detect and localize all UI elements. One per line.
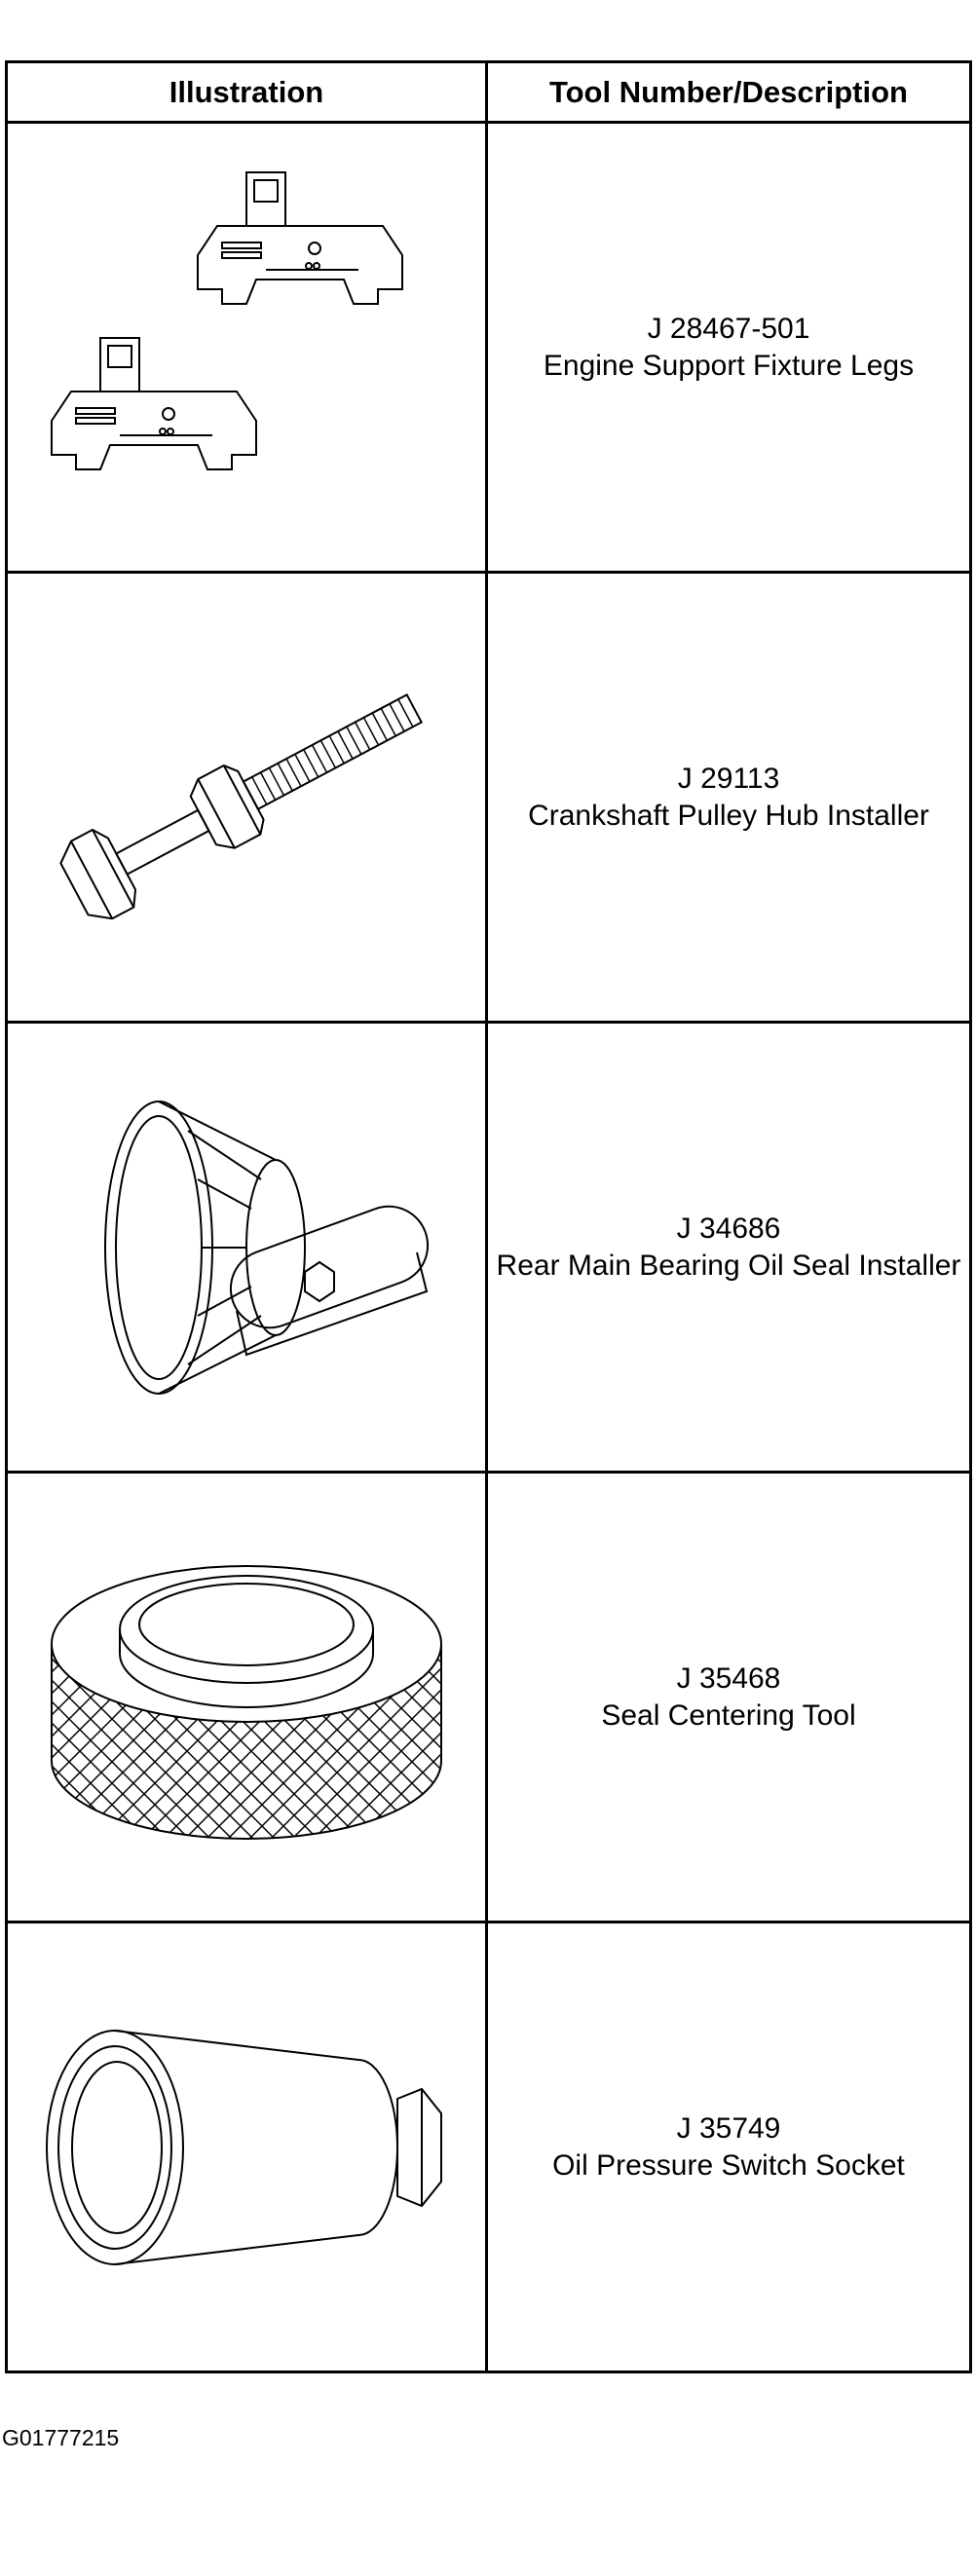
oil-seal-installer-icon [42,1072,451,1423]
header-row: Illustration Tool Number/Description [5,60,972,124]
illustration-cell [5,571,488,1024]
illustration-cell [5,1921,488,2373]
table-row: J 34686 Rear Main Bearing Oil Seal Insta… [5,1021,972,1474]
tool-description: Engine Support Fixture Legs [543,349,915,382]
illustration-cell [5,1021,488,1474]
table-row: J 35468 Seal Centering Tool [5,1471,972,1923]
tool-description-cell: J 34686 Rear Main Bearing Oil Seal Insta… [485,1021,972,1474]
tool-description: Seal Centering Tool [601,1699,856,1732]
table-row: J 35749 Oil Pressure Switch Socket [5,1921,972,2373]
tool-description-cell: J 35468 Seal Centering Tool [485,1471,972,1923]
header-tool-number-description: Tool Number/Description [485,60,972,124]
tool-number: J 28467-501 [647,313,810,345]
illustration-cell [5,1471,488,1923]
tool-description: Crankshaft Pulley Hub Installer [528,799,929,832]
seal-centering-tool-icon [37,1537,456,1858]
table-row: J 28467-501 Engine Support Fixture Legs [5,121,972,574]
tool-description-cell: J 29113 Crankshaft Pulley Hub Installer [485,571,972,1024]
header-illustration: Illustration [5,60,488,124]
engine-support-fixture-legs-icon [42,163,451,533]
tool-description: Oil Pressure Switch Socket [552,2148,905,2182]
tool-number: J 34686 [676,1213,781,1245]
tool-description: Rear Main Bearing Oil Seal Installer [496,1249,961,1282]
figure-code: G01777215 [2,2425,120,2450]
table-row: J 29113 Crankshaft Pulley Hub Installer [5,571,972,1024]
tool-number: J 35468 [676,1662,781,1695]
oil-pressure-switch-socket-icon [37,1992,456,2303]
crankshaft-pulley-hub-installer-icon [42,661,451,934]
tool-number: J 29113 [677,763,780,795]
tool-number: J 35749 [676,2112,781,2145]
special-tools-table: Illustration Tool Number/Description [5,60,972,2373]
tool-description-cell: J 35749 Oil Pressure Switch Socket [485,1921,972,2373]
tool-description-cell: J 28467-501 Engine Support Fixture Legs [485,121,972,574]
illustration-cell [5,121,488,574]
